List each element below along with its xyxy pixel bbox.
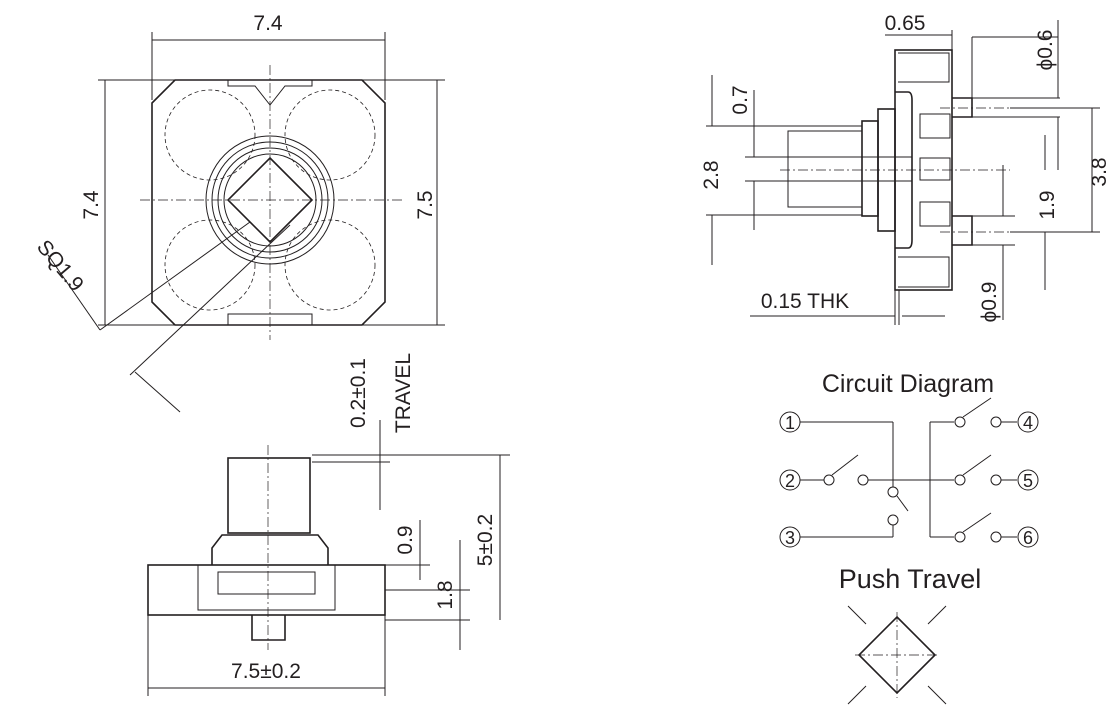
end-view: 0.65 ϕ0.6 0.7 2.8 3.8 1.9 0.15 THK ϕ0.9	[700, 12, 1111, 325]
travel-dim: 0.2±0.1	[347, 358, 370, 428]
dim-0-9: 0.9	[394, 525, 417, 554]
circuit-title: Circuit Diagram	[822, 370, 994, 398]
pin-2: 2	[785, 471, 795, 491]
pin-1: 1	[785, 413, 795, 433]
height-dim: 7.4	[80, 190, 103, 220]
side-view: 0.2±0.1 TRAVEL 0.9 1.8 5±0.2 7.5±0.2	[147, 353, 510, 696]
travel-label: TRAVEL	[392, 353, 415, 433]
dim-0-65: 0.65	[885, 12, 926, 35]
dim-0-7: 0.7	[729, 85, 752, 114]
right-dim: 7.5	[414, 190, 437, 219]
width-dim: 7.5±0.2	[231, 660, 301, 683]
width-dim: 7.4	[253, 12, 283, 35]
dim-2-8: 2.8	[700, 160, 723, 189]
push-travel: Push Travel	[839, 564, 982, 705]
push-travel-title: Push Travel	[839, 564, 982, 594]
thk-dim: 0.15 THK	[761, 290, 849, 313]
pin-3: 3	[785, 528, 795, 548]
dim-1-8: 1.8	[434, 580, 457, 609]
top-view: 7.4 7.4 7.5 SQ1.9	[32, 12, 445, 413]
dim-phi-0-6: ϕ0.6	[1034, 30, 1057, 71]
height-dim: 5±0.2	[474, 514, 497, 566]
pin-4: 4	[1023, 413, 1033, 433]
dim-3-8: 3.8	[1088, 157, 1111, 186]
circuit-diagram: Circuit Diagram 1 2 3 4 5 6	[779, 370, 1039, 548]
dim-phi-0-9: ϕ0.9	[978, 282, 1001, 323]
dim-1-9: 1.9	[1036, 190, 1059, 219]
shaft-dim: SQ1.9	[32, 236, 88, 296]
pin-6: 6	[1023, 528, 1033, 548]
pin-5: 5	[1023, 471, 1033, 491]
